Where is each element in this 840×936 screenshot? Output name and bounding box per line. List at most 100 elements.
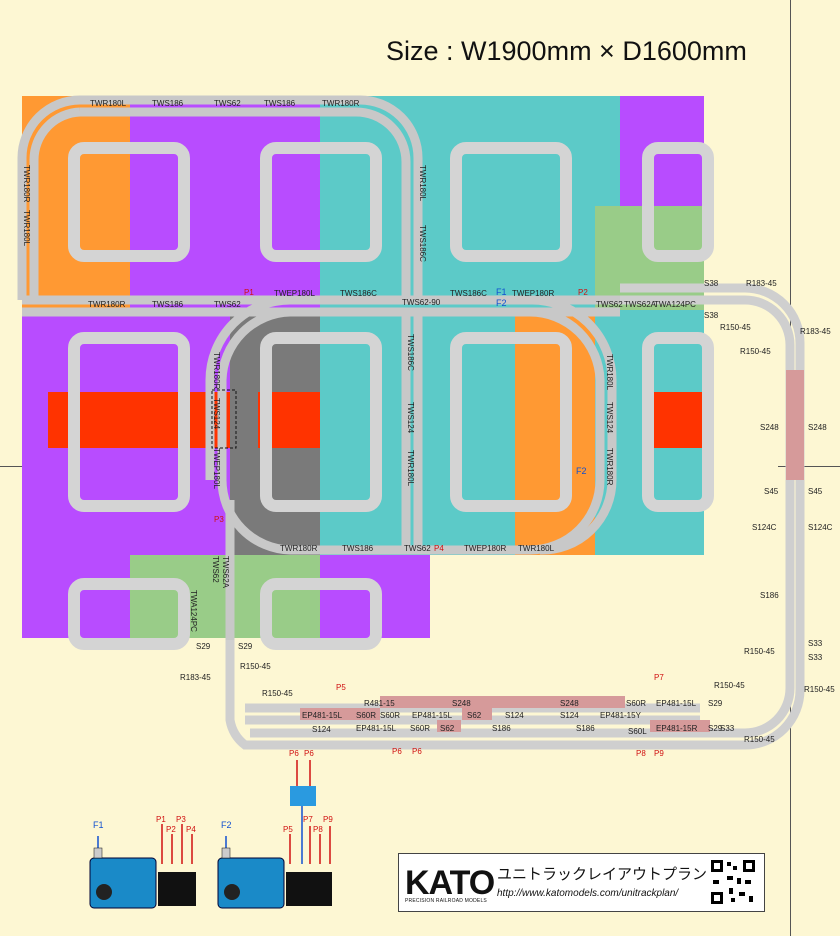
lbl-r183-c: R183-45 [180,673,211,682]
lbl-twep180r-row: TWEP180R [512,289,554,298]
lbl-r150-a: R150-45 [720,323,751,332]
lbl-r150-d: R150-45 [714,681,745,690]
lbl-tws62a-row: TWS62A [624,300,657,309]
ctrl-right-p9: P9 [323,815,333,824]
lbl-f2: F2 [496,298,507,308]
lbl-s124-a: S124 [505,711,524,720]
pink-seg-3 [437,720,461,732]
lbl-twr180l-mid-v: TWR180L [418,165,427,202]
track-labels: TWR180L TWS186 TWS62 TWS186 TWR180R TWR1… [88,99,835,744]
lbl-s60r-d: S60R [410,724,430,733]
lbl-s29-d: S29 [708,724,723,733]
lbl-tws186c-center-v: TWS186C [406,334,415,371]
lbl-twr180r-left-v: TWR180R [22,165,31,203]
kato-title: ユニトラックレイアウトプラン [497,866,708,883]
lbl-s29-a: S29 [196,642,211,651]
lbl-twa124pc-row: TWA124PC [654,300,696,309]
lbl-s124-b: S124 [560,711,579,720]
ctrl-right-p6b: P6 [304,749,314,758]
lbl-twr180l-right-v: TWR180L [605,354,614,391]
lbl-r481-15: R481-15 [364,699,395,708]
lbl-tws186-top1: TWS186 [152,99,184,108]
lbl-tws124-right-v: TWS124 [605,402,614,434]
lbl-tws186-row: TWS186 [152,300,184,309]
ctrl-left-p1: P1 [156,815,166,824]
lbl-s248-b1: S248 [452,699,471,708]
lbl-s38-b: S38 [704,311,719,320]
kato-logo: KATO [405,864,495,902]
lbl-tws62-left-v: TWS62 [211,556,220,583]
lbl-twr180l-top: TWR180L [90,99,127,108]
lbl-p3: P3 [214,515,224,524]
lbl-ep481-15l-d: EP481-15L [356,724,397,733]
lbl-p5: P5 [336,683,346,692]
lbl-tws186-bottom: TWS186 [342,544,374,553]
lbl-r150-g: R150-45 [262,689,293,698]
vertical-track-labels: TWR180R TWR180L TWR180L TWS186C TWR180R … [22,165,614,632]
lbl-p9: P9 [654,749,664,758]
lbl-twep180l-inner-v: TWEP180L [212,448,221,489]
pink-seg-5 [462,708,492,720]
lbl-s60r-b: S60R [626,699,646,708]
lbl-twr180l-bottom: TWR180L [518,544,555,553]
lbl-ep481-15r: EP481-15R [656,724,698,733]
ctrl-right-p5: P5 [283,825,293,834]
lbl-s60r-c: S60R [380,711,400,720]
lbl-f2b: F2 [576,466,587,476]
s248-left-pink [786,370,804,480]
pink-seg-1 [300,708,380,720]
tram-outline [211,389,237,449]
lbl-twep180r-bottom: TWEP180R [464,544,506,553]
lbl-r183-b: R183-45 [800,327,831,336]
lbl-tws186c-row1: TWS186C [340,289,377,298]
lbl-twr180r-right-v: TWR180R [605,448,614,486]
lbl-s124c-r: S124C [808,523,833,532]
lbl-s33-a: S33 [808,639,823,648]
ctrl-left-feeder: F1 [93,820,104,830]
ctrl-left-p3: P3 [176,815,186,824]
lbl-s186-b2: S186 [576,724,595,733]
ctrl-right-feeder: F2 [221,820,232,830]
road-plates [68,142,714,650]
lbl-twr180l-center-v: TWR180L [406,450,415,487]
ctrl-left-p4: P4 [186,825,196,834]
lbl-twr180r-row: TWR180R [88,300,126,309]
lbl-ep481-15l-b: EP481-15L [656,699,697,708]
lbl-s29-b: S29 [238,642,253,651]
pink-seg-2 [380,696,625,708]
lbl-s33-c: S33 [720,724,735,733]
lbl-s29-c: S29 [708,699,723,708]
lbl-tws62-90: TWS62-90 [402,298,441,307]
lbl-s45-l: S45 [764,487,779,496]
lbl-s186-b1: S186 [492,724,511,733]
lbl-r150-e: R150-45 [804,685,835,694]
lbl-s248-r: S248 [808,423,827,432]
tram-track-top [17,95,620,317]
lbl-s62-b: S62 [440,724,455,733]
kato-banner: KATO PRECISION RAILROAD MODELS ユニトラックレイア… [398,853,765,912]
lbl-r150-f: R150-45 [240,662,271,671]
lbl-p7: P7 [654,673,664,682]
lbl-tws186c-mid-v: TWS186C [418,225,427,262]
right-axis-line [778,466,840,467]
ctrl-right-p8: P8 [313,825,323,834]
lbl-s38-a: S38 [704,279,719,288]
lbl-twr180l-left-v: TWR180L [22,210,31,247]
lbl-twa124pc-left-v: TWA124PC [189,590,198,632]
lbl-tws124-inner-v: TWS124 [212,398,221,430]
kato-subtitle: PRECISION RAILROAD MODELS [405,898,487,904]
lbl-twr180r-inner-v: TWR180R [212,352,221,390]
lbl-r150-e2: R150-45 [744,735,775,744]
lbl-ep481-15y: EP481-15Y [600,711,642,720]
lbl-s45-r: S45 [808,487,823,496]
kato-url[interactable]: http://www.katomodels.com/unitrackplan/ [497,888,679,899]
point-labels: P1 P2 P3 P4 P5 P6 P6 P7 P8 P9 F1 F2 F2 [214,287,664,758]
lbl-s60r-a: S60R [356,711,376,720]
lbl-tws62-bottom: TWS62 [404,544,431,553]
tram-track-mid [205,295,617,650]
lbl-p2: P2 [578,288,588,297]
pink-seg-4 [650,720,710,732]
qr-code-icon [709,858,757,906]
lbl-ep481-15l-c: EP481-15L [412,711,453,720]
